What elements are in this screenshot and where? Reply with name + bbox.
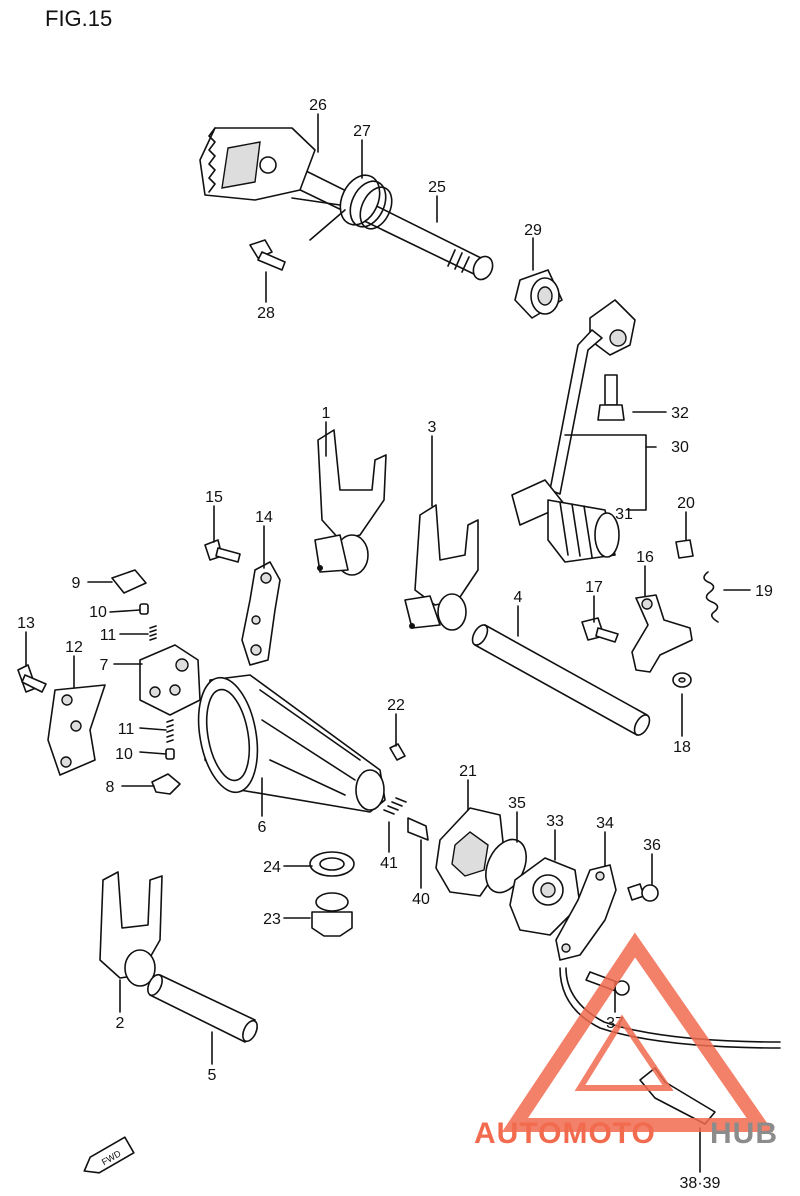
pawl-lifter-33 xyxy=(509,857,581,936)
shift-fork-3 xyxy=(404,504,479,631)
cam-stopper-arm-14 xyxy=(241,561,281,666)
callout-2: 2 xyxy=(116,1015,125,1032)
watermark-part-b: HUB xyxy=(710,1117,778,1150)
callout-1: 1 xyxy=(322,405,331,422)
shift-fork-1 xyxy=(314,429,387,576)
watermark-logo xyxy=(501,932,774,1132)
guide-plate-34 xyxy=(555,864,617,961)
plug-23 xyxy=(311,892,353,937)
bolt-28 xyxy=(249,239,286,271)
callout-40: 40 xyxy=(412,891,430,908)
gearshift-cam-6 xyxy=(197,674,386,813)
callout-18: 18 xyxy=(673,739,691,756)
bearing-29 xyxy=(514,269,563,319)
callout-38-39: 38·39 xyxy=(680,1175,721,1192)
callout-41: 41 xyxy=(380,855,398,872)
figure-title: FIG.15 xyxy=(45,6,112,31)
callout-10-lower: 10 xyxy=(115,746,133,763)
callout-13: 13 xyxy=(17,615,35,632)
callout-20: 20 xyxy=(677,495,695,512)
gearshift-shaft-assembly xyxy=(199,127,494,281)
bolt-32 xyxy=(597,374,625,421)
callout-11: 11 xyxy=(100,627,117,644)
callout-16: 16 xyxy=(636,549,654,566)
callout-25: 25 xyxy=(428,179,446,196)
arm-16 xyxy=(631,594,693,673)
callout-7: 7 xyxy=(100,657,109,674)
callout-28: 28 xyxy=(257,305,275,322)
callout-leaders xyxy=(25,113,751,1173)
fwd-arrow-icon: FWD xyxy=(83,1136,135,1174)
callout-3: 3 xyxy=(428,419,437,436)
callout-19: 19 xyxy=(755,583,773,600)
callout-22: 22 xyxy=(387,697,405,714)
callout-9: 9 xyxy=(72,575,81,592)
callout-labels: 26 27 25 29 28 32 30 31 1 3 15 14 20 16 … xyxy=(17,97,773,1192)
pin-20 xyxy=(675,539,694,559)
fork-shaft-5 xyxy=(147,973,258,1043)
watermark-text: AUTOMOTO HUB xyxy=(474,1117,778,1150)
callout-6: 6 xyxy=(258,819,267,836)
callout-15: 15 xyxy=(205,489,223,506)
screw-36 xyxy=(627,883,659,902)
spring-41-pin-40 xyxy=(383,797,429,841)
fork-shaft-4 xyxy=(471,624,651,736)
callout-27: 27 xyxy=(353,123,371,140)
callout-14: 14 xyxy=(255,509,273,526)
callout-24: 24 xyxy=(263,859,281,876)
screw-13 xyxy=(17,664,47,693)
callout-17: 17 xyxy=(585,579,603,596)
callout-33: 33 xyxy=(546,813,564,830)
callout-23: 23 xyxy=(263,911,281,928)
cam-stopper-plate-7 xyxy=(139,644,201,716)
callout-30: 30 xyxy=(671,439,689,456)
callout-34: 34 xyxy=(596,815,614,832)
plate-12 xyxy=(47,684,106,776)
callout-8: 8 xyxy=(106,779,115,796)
washer-24 xyxy=(309,851,355,877)
callout-5: 5 xyxy=(208,1067,217,1084)
callout-21: 21 xyxy=(459,763,477,780)
bolt-17 xyxy=(581,617,619,643)
callout-29: 29 xyxy=(524,222,542,239)
pin-22 xyxy=(389,743,406,761)
callout-31: 31 xyxy=(615,506,633,523)
washer-18 xyxy=(672,672,692,688)
spring-19 xyxy=(703,571,719,623)
screw-15 xyxy=(204,539,241,563)
callout-12: 12 xyxy=(65,639,83,656)
gearshift-lever-30 xyxy=(511,299,636,563)
callout-36: 36 xyxy=(643,837,661,854)
callout-11-lower: 11 xyxy=(118,721,135,738)
callout-35: 35 xyxy=(508,795,526,812)
callout-4: 4 xyxy=(514,589,523,606)
watermark-part-a: AUTOMOTO xyxy=(474,1117,656,1150)
callout-32: 32 xyxy=(671,405,689,422)
callout-26: 26 xyxy=(309,97,327,114)
callout-10: 10 xyxy=(89,604,107,621)
shift-fork-2 xyxy=(99,871,163,987)
